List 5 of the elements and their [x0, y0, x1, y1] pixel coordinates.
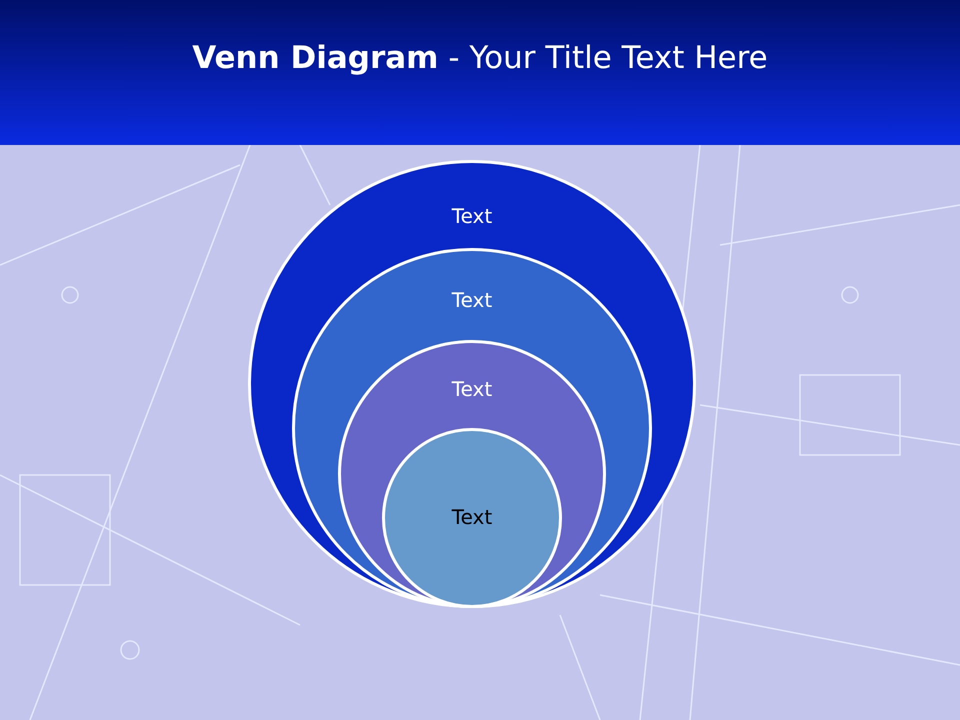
circle-label: Text [452, 377, 492, 401]
circle-label: Text [452, 204, 492, 228]
slide-title: Venn Diagram - Your Title Text Here [191, 40, 769, 76]
circle-label: Text [452, 288, 492, 312]
circle-label: Text [452, 505, 492, 529]
